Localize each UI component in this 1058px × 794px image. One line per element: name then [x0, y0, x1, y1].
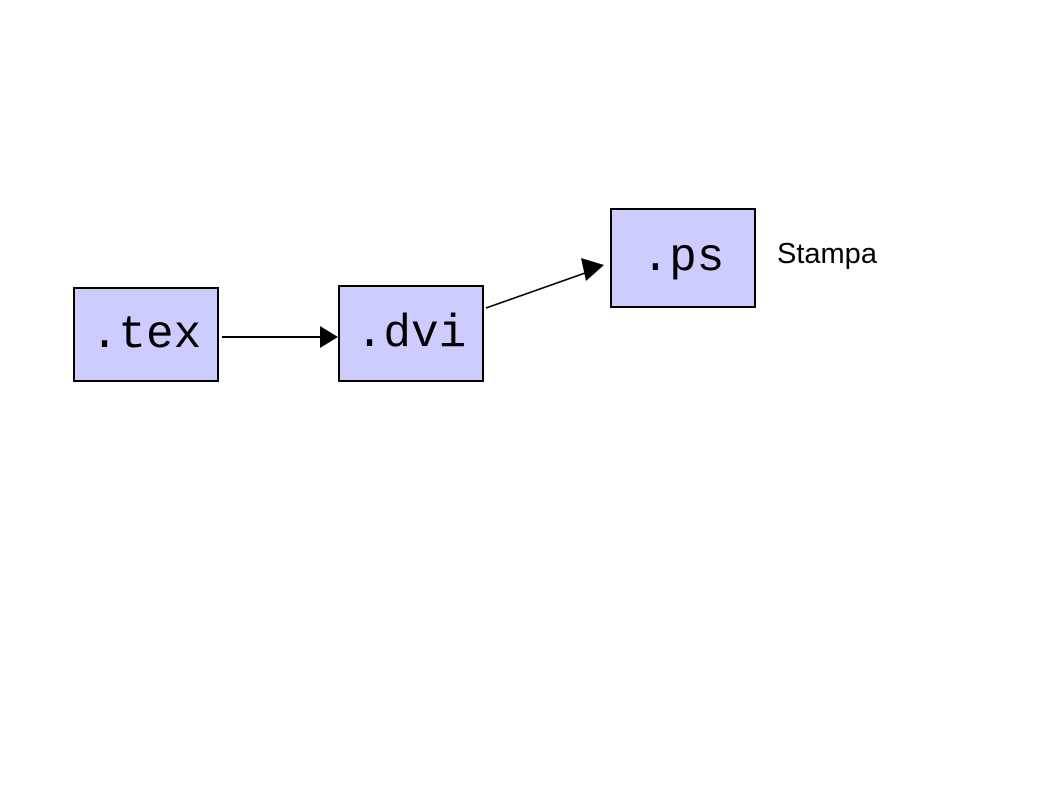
edge-tex-to-dvi-arrowhead: [320, 326, 338, 348]
node-ps[interactable]: .ps: [610, 208, 756, 308]
edge-dvi-to-ps-arrowhead: [581, 258, 604, 281]
node-dvi-label: .dvi: [355, 307, 467, 360]
node-tex-label: .tex: [90, 308, 202, 361]
edge-dvi-to-ps: [485, 258, 604, 309]
edge-dvi-to-ps-line: [485, 271, 589, 309]
annotation-stampa: Stampa: [777, 238, 877, 270]
edge-tex-to-dvi: [222, 326, 338, 348]
node-ps-label: .ps: [641, 232, 725, 284]
node-dvi[interactable]: .dvi: [338, 285, 484, 382]
node-tex[interactable]: .tex: [73, 287, 219, 382]
